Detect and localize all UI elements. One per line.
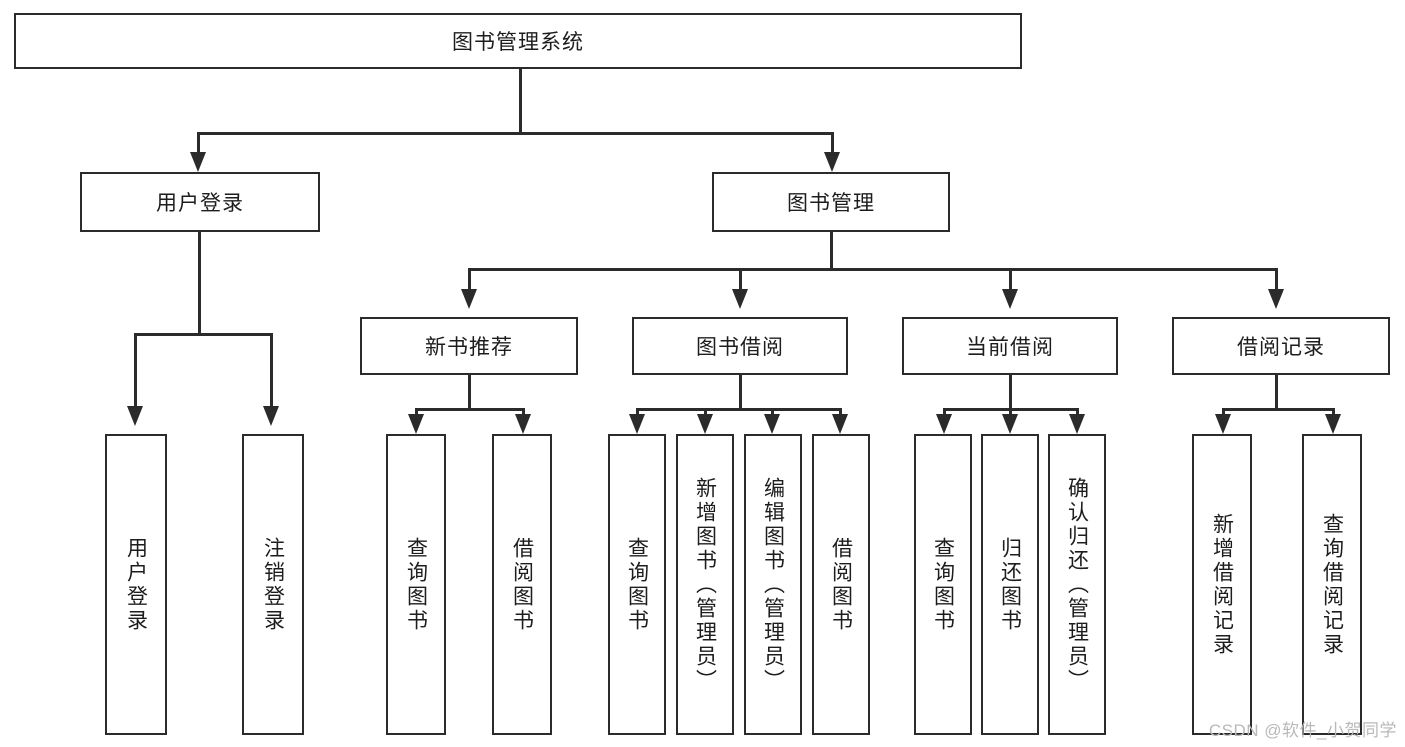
node-label: 用户登录 <box>156 192 244 215</box>
node-borrow-record[interactable]: 借阅记录 <box>1172 317 1390 375</box>
leaf-new-book-search[interactable]: 查询图书 <box>386 434 446 735</box>
arrow-current-borrow-leaf-2 <box>1002 414 1018 434</box>
node-root-library-system[interactable]: 图书管理系统 <box>14 13 1022 69</box>
leaf-book-borrow-edit[interactable]: 编辑图书（管理员） <box>744 434 802 735</box>
leaf-book-borrow-lend[interactable]: 借阅图书 <box>812 434 870 735</box>
edge-user-login-branch-1 <box>134 333 137 410</box>
node-label: 查询图书 <box>404 536 428 633</box>
leaf-current-borrow-return[interactable]: 归还图书 <box>981 434 1039 735</box>
edge-book-borrow-bus <box>636 408 842 411</box>
node-label: 注销登录 <box>261 536 285 633</box>
node-label: 查询图书 <box>931 536 955 633</box>
leaf-user-login-signin[interactable]: 用户登录 <box>105 434 167 735</box>
node-label: 用户登录 <box>124 536 148 633</box>
node-label: 借阅图书 <box>510 536 534 633</box>
edge-book-management-branch-4 <box>1275 268 1278 292</box>
leaf-new-book-borrow[interactable]: 借阅图书 <box>492 434 552 735</box>
node-label: 归还图书 <box>998 536 1022 633</box>
leaf-book-borrow-add[interactable]: 新增图书（管理员） <box>676 434 734 735</box>
csdn-watermark: CSDN @软件_小贺同学 <box>1208 721 1397 740</box>
arrow-book-borrow-leaf-2 <box>697 414 713 434</box>
node-book-borrow[interactable]: 图书借阅 <box>632 317 848 375</box>
edge-book-management-branch-3 <box>1009 268 1012 292</box>
leaf-current-borrow-search[interactable]: 查询图书 <box>914 434 972 735</box>
node-label: 图书管理系统 <box>452 31 584 54</box>
arrow-book-borrow-leaf-3 <box>764 414 780 434</box>
edge-book-management-branch-2 <box>739 268 742 292</box>
edge-root-to-book-manage <box>831 132 834 156</box>
edge-root-stem <box>519 69 522 134</box>
leaf-borrow-record-search[interactable]: 查询借阅记录 <box>1302 434 1362 735</box>
edge-book-management-stem <box>830 232 833 271</box>
edge-root-to-user-login <box>197 132 200 156</box>
arrow-user-login-leaf-2 <box>263 406 279 426</box>
arrow-to-new-book <box>461 289 477 309</box>
arrow-to-book-borrow <box>732 289 748 309</box>
node-label: 当前借阅 <box>966 336 1054 359</box>
arrow-current-borrow-leaf-1 <box>936 414 952 434</box>
edge-current-borrow-stem <box>1009 375 1012 411</box>
edge-book-borrow-stem <box>739 375 742 411</box>
node-label: 新书推荐 <box>425 336 513 359</box>
arrow-root-to-book-manage <box>824 152 840 172</box>
arrow-borrow-record-leaf-2 <box>1325 414 1341 434</box>
node-book-management[interactable]: 图书管理 <box>712 172 950 232</box>
node-label: 确认归还（管理员） <box>1065 476 1089 693</box>
edge-user-login-bus <box>134 333 273 336</box>
node-label: 图书借阅 <box>696 336 784 359</box>
node-label: 查询图书 <box>625 536 649 633</box>
arrow-to-borrow-record <box>1268 289 1284 309</box>
node-label: 编辑图书（管理员） <box>761 476 785 693</box>
node-label: 图书管理 <box>787 192 875 215</box>
arrow-borrow-record-leaf-1 <box>1215 414 1231 434</box>
edge-new-book-bus <box>415 408 525 411</box>
arrow-new-book-leaf-1 <box>408 414 424 434</box>
node-label: 新增借阅记录 <box>1210 512 1234 657</box>
arrow-new-book-leaf-2 <box>515 414 531 434</box>
node-label: 借阅记录 <box>1237 336 1325 359</box>
arrow-root-to-user-login <box>190 152 206 172</box>
node-label: 查询借阅记录 <box>1320 512 1344 657</box>
edge-root-bus <box>197 132 834 135</box>
arrow-current-borrow-leaf-3 <box>1069 414 1085 434</box>
edge-borrow-record-bus <box>1222 408 1335 411</box>
leaf-borrow-record-add[interactable]: 新增借阅记录 <box>1192 434 1252 735</box>
node-user-login[interactable]: 用户登录 <box>80 172 320 232</box>
edge-user-login-branch-2 <box>270 333 273 410</box>
arrow-user-login-leaf-1 <box>127 406 143 426</box>
edge-user-login-stem <box>198 232 201 335</box>
edge-borrow-record-stem <box>1275 375 1278 411</box>
node-current-borrow[interactable]: 当前借阅 <box>902 317 1118 375</box>
edge-book-management-branch-1 <box>468 268 471 292</box>
leaf-user-login-signout[interactable]: 注销登录 <box>242 434 304 735</box>
leaf-current-borrow-confirm[interactable]: 确认归还（管理员） <box>1048 434 1106 735</box>
edge-book-management-bus <box>468 268 1278 271</box>
arrow-book-borrow-leaf-4 <box>832 414 848 434</box>
arrow-to-current-borrow <box>1002 289 1018 309</box>
node-new-book-recommend[interactable]: 新书推荐 <box>360 317 578 375</box>
edge-new-book-stem <box>468 375 471 411</box>
node-label: 借阅图书 <box>829 536 853 633</box>
arrow-book-borrow-leaf-1 <box>629 414 645 434</box>
leaf-book-borrow-search[interactable]: 查询图书 <box>608 434 666 735</box>
node-label: 新增图书（管理员） <box>693 476 717 693</box>
